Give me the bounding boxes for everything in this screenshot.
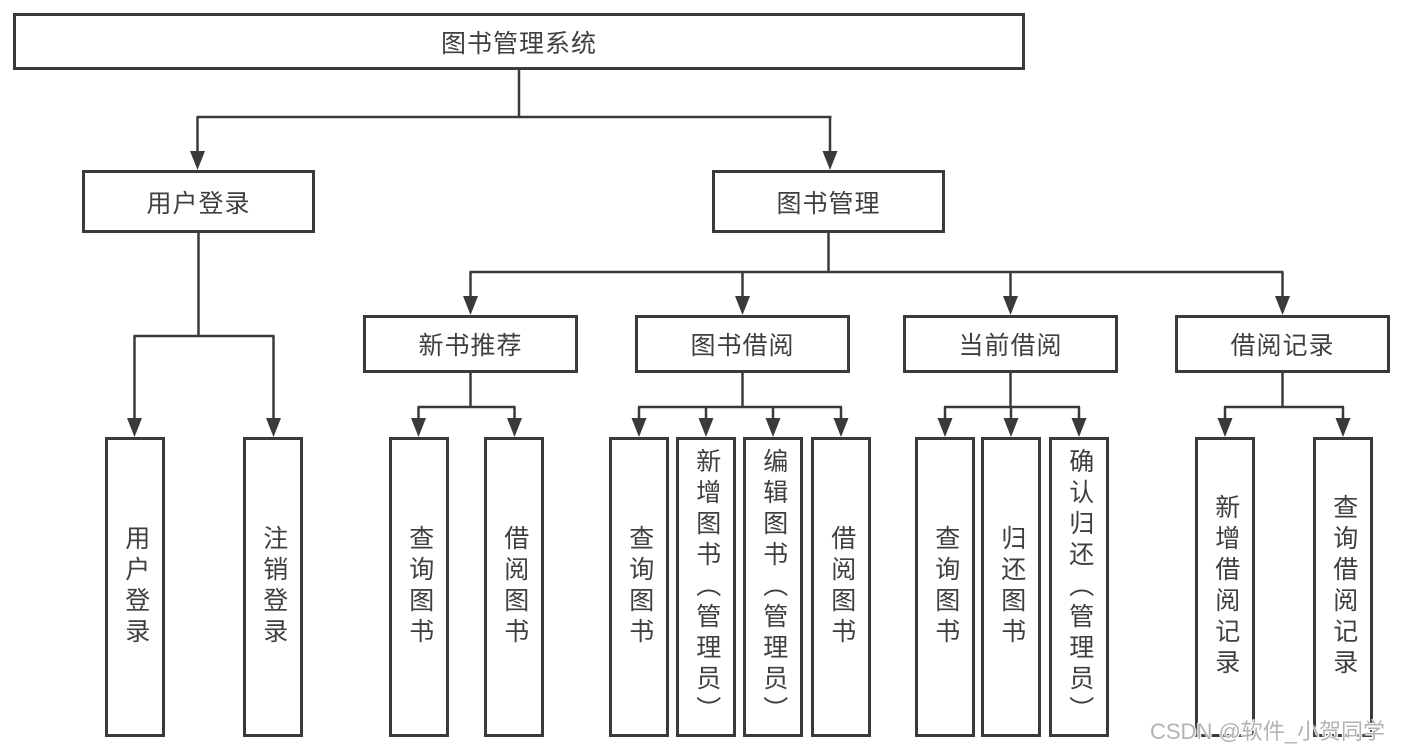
node-label: 新书推荐: [418, 332, 523, 360]
node-label: 新增借阅记录: [1211, 494, 1240, 680]
node-label: 新增图书（管理员）: [692, 447, 721, 727]
node-add-borrow-record: 新增借阅记录: [1195, 437, 1255, 737]
node-return-books: 归还图书: [981, 437, 1041, 737]
node-label: 查询借阅记录: [1329, 494, 1358, 680]
node-add-book-admin: 新增图书（管理员）: [676, 437, 736, 737]
node-label: 用户登录: [121, 525, 150, 649]
node-query-books-1: 查询图书: [389, 437, 449, 737]
node-logout: 注销登录: [243, 437, 303, 737]
node-new-book-recommendation: 新书推荐: [363, 315, 578, 373]
node-label: 图书管理: [776, 189, 881, 218]
node-label: 查询图书: [931, 525, 960, 649]
csdn-watermark: CSDN @软件_小贺同学: [1150, 719, 1386, 744]
node-user-login-leaf: 用户登录: [105, 437, 165, 737]
node-book-borrowing: 图书借阅: [635, 315, 850, 373]
node-label: 图书借阅: [690, 332, 795, 360]
node-borrowing-records: 借阅记录: [1175, 315, 1390, 373]
node-label: 当前借阅: [958, 332, 1063, 360]
node-library-management-system: 图书管理系统: [13, 13, 1025, 70]
node-query-books-3: 查询图书: [915, 437, 975, 737]
node-label: 注销登录: [259, 525, 288, 649]
node-query-books-2: 查询图书: [609, 437, 669, 737]
node-label: 查询图书: [625, 525, 654, 649]
node-label: 图书管理系统: [440, 29, 597, 58]
node-label: 借阅图书: [827, 525, 856, 649]
node-user-login: 用户登录: [82, 170, 315, 233]
node-label: 归还图书: [997, 525, 1026, 649]
node-label: 确认归还（管理员）: [1065, 447, 1094, 727]
node-confirm-return-admin: 确认归还（管理员）: [1049, 437, 1109, 737]
node-edit-book-admin: 编辑图书（管理员）: [743, 437, 803, 737]
node-book-management: 图书管理: [712, 170, 945, 233]
node-query-borrow-record: 查询借阅记录: [1313, 437, 1373, 737]
node-label: 借阅图书: [500, 525, 529, 649]
node-label: 用户登录: [146, 189, 251, 218]
node-label: 编辑图书（管理员）: [759, 447, 788, 727]
node-borrow-books-2: 借阅图书: [811, 437, 871, 737]
node-borrow-books-1: 借阅图书: [484, 437, 544, 737]
node-label: 查询图书: [405, 525, 434, 649]
node-label: 借阅记录: [1230, 332, 1335, 360]
node-current-borrowing: 当前借阅: [903, 315, 1118, 373]
